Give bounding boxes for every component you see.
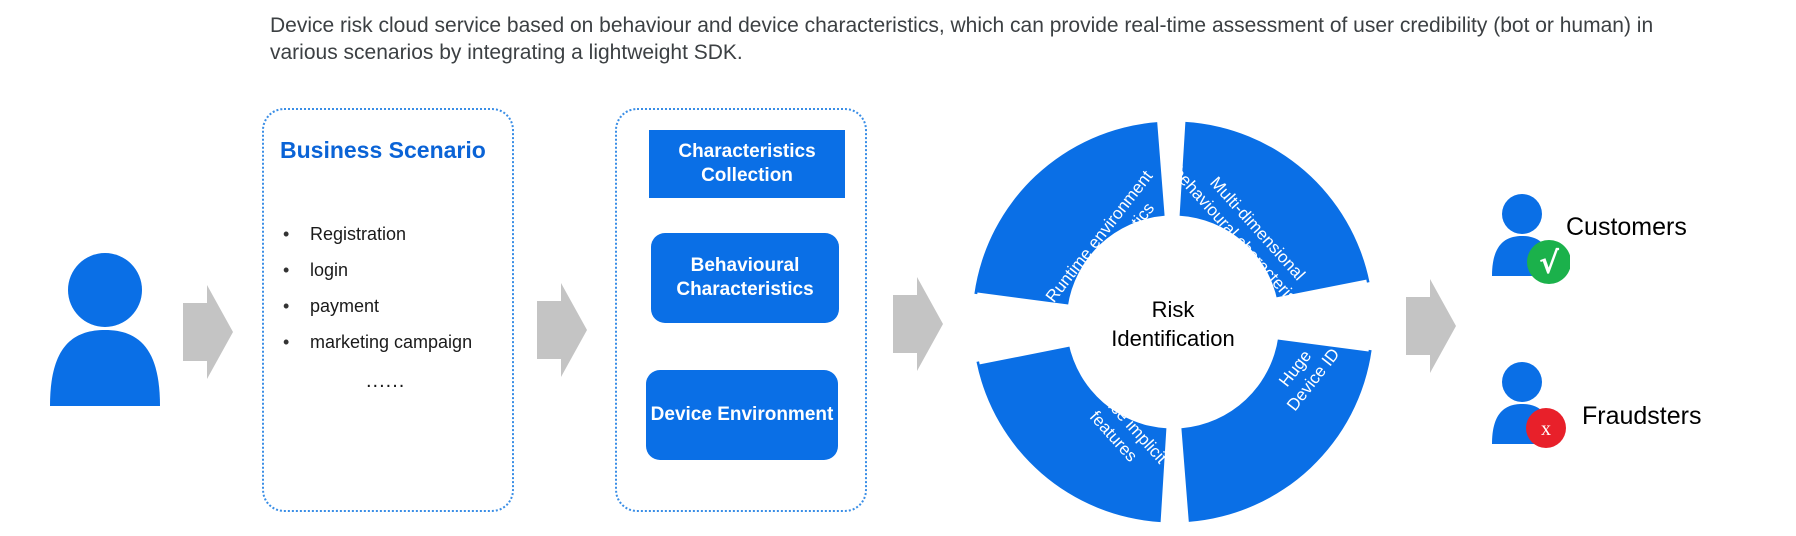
business-scenario-list: Registration login payment marketing cam… <box>283 220 472 364</box>
x-mark-icon: x <box>1541 418 1551 440</box>
ring-center-label: Identification <box>1111 326 1235 351</box>
ring-segment-device-id <box>1181 337 1372 522</box>
more-items-ellipsis: ...... <box>366 370 406 392</box>
device-environment-box: Device Environment <box>646 370 838 460</box>
business-scenario-title: Business Scenario <box>280 137 486 163</box>
fraudster-user-icon: x <box>1492 362 1566 448</box>
fraudsters-label: Fraudsters <box>1582 402 1702 430</box>
list-item: marketing campaign <box>283 328 472 364</box>
flow-arrow-icon <box>537 283 587 377</box>
ring-segment-runtime <box>974 122 1165 307</box>
characteristics-collection-box: Characteristics Collection <box>649 130 845 198</box>
risk-identification-ring: Runtime environment characteristics Mult… <box>974 121 1372 523</box>
check-mark-icon: √ <box>1539 246 1560 281</box>
ring-segment-implicit <box>976 343 1167 523</box>
behavioural-characteristics-box: Behavioural Characteristics <box>651 233 839 323</box>
flow-arrow-icon <box>183 285 233 379</box>
customers-label: Customers <box>1566 213 1687 241</box>
flow-arrow-icon <box>1406 279 1456 373</box>
ring-segment-behavioural <box>1179 121 1370 301</box>
ring-center-label: Risk <box>1152 297 1196 322</box>
list-item: login <box>283 256 472 292</box>
user-icon <box>50 253 160 406</box>
list-item: Registration <box>283 220 472 256</box>
flow-arrow-icon <box>893 277 943 371</box>
ring-center-disc <box>1069 218 1277 426</box>
list-item: payment <box>283 292 472 328</box>
customer-user-icon: √ <box>1492 194 1570 284</box>
description-text: Device risk cloud service based on behav… <box>270 14 1654 64</box>
